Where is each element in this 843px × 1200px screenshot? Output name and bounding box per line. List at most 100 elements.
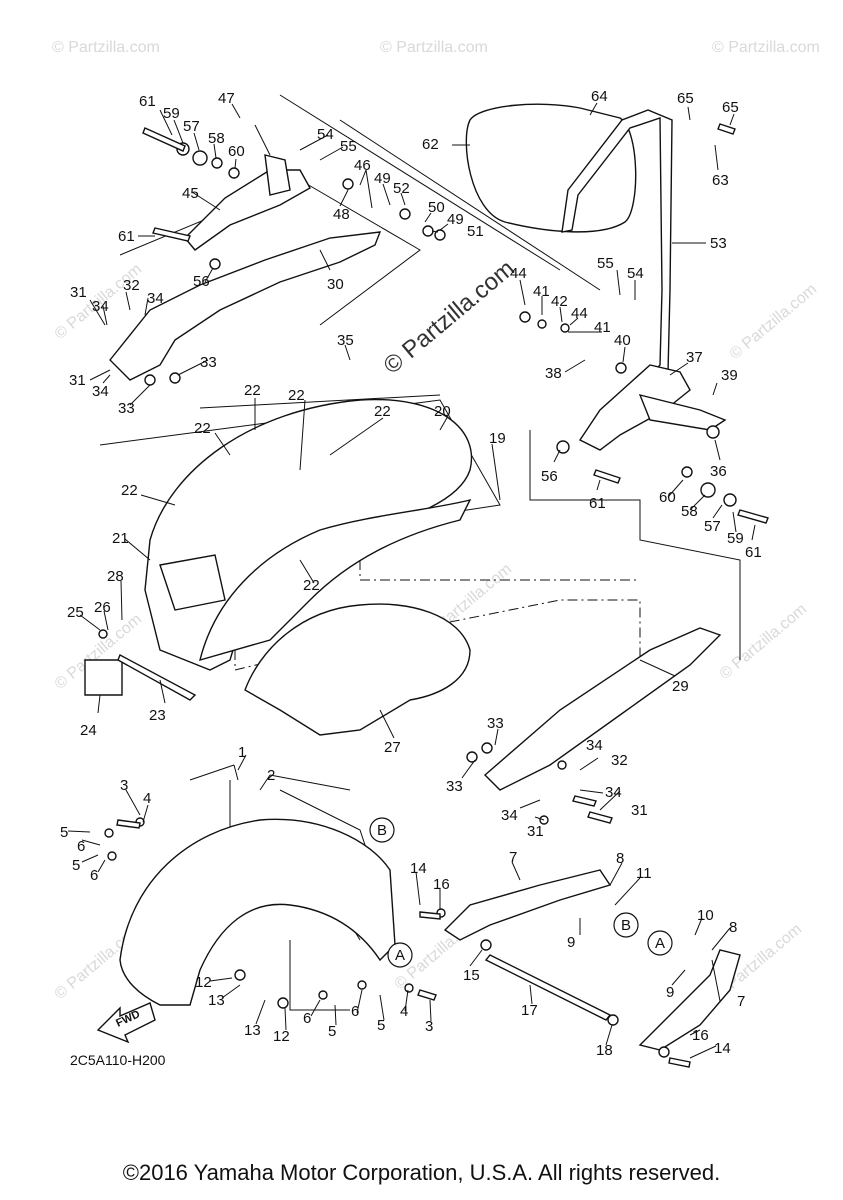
fender-stay-left [443,869,612,941]
callout-60: 60 [659,489,676,506]
callout-14: 14 [410,860,427,877]
ref-a-label: A [655,935,665,952]
callout-11: 11 [636,865,652,882]
callout-49: 49 [447,211,464,228]
callout-22: 22 [194,420,211,437]
callout-33: 33 [487,715,504,732]
callout-63: 63 [712,172,729,189]
callout-20: 20 [434,403,451,420]
callout-12: 12 [273,1028,290,1045]
callout-19: 19 [489,430,506,447]
side-plate-right [483,627,722,791]
callout-1: 1 [238,744,246,761]
fender-liner [244,603,471,736]
callout-9: 9 [666,984,674,1001]
callout-6: 6 [77,838,85,855]
license-plate [84,654,197,701]
callout-56: 56 [193,273,210,290]
callout-7: 7 [737,993,745,1010]
callout-22: 22 [121,482,138,499]
diagram-code: 2C5A110-H200 [70,1052,166,1068]
callout-3: 3 [120,777,128,794]
callout-56: 56 [541,468,558,485]
callout-16: 16 [692,1027,709,1044]
axle-rod [484,954,612,1021]
callout-13: 13 [244,1022,261,1039]
callout-4: 4 [143,790,151,807]
callout-44: 44 [571,305,588,322]
callout-22: 22 [288,387,305,404]
callout-47: 47 [218,90,235,107]
copyright-notice: ©2016 Yamaha Motor Corporation, U.S.A. A… [122,1160,721,1185]
callout-31: 31 [527,823,544,840]
fwd-arrow-icon: FWD [96,1002,156,1044]
callout-5: 5 [60,824,68,841]
callout-33: 33 [446,778,463,795]
callout-5: 5 [72,857,80,874]
watermark: © Partzilla.com [380,39,488,56]
watermark: © Partzilla.com [717,601,811,683]
callout-65: 65 [722,99,739,116]
callout-24: 24 [80,722,97,739]
ref-a-circle [387,942,413,968]
callout-37: 37 [686,349,703,366]
side-plate-left [109,231,382,381]
watermark: © Partzilla.com [712,39,820,56]
callout-9: 9 [567,934,575,951]
callout-61: 61 [118,228,135,245]
callout-54: 54 [317,126,334,143]
callout-34: 34 [605,784,622,801]
callout-34: 34 [92,383,109,400]
callout-15: 15 [463,967,480,984]
callout-52: 52 [393,180,410,197]
callout-57: 57 [704,518,721,535]
callout-41: 41 [594,319,611,336]
callout-27: 27 [384,739,401,756]
ref-a-label: A [395,947,405,964]
callout-29: 29 [672,678,689,695]
reference-markers: B A B A [369,817,673,968]
callout-18: 18 [596,1042,613,1059]
backrest-pad [465,103,637,233]
callout-22: 22 [303,577,320,594]
callout-34: 34 [586,737,603,754]
callout-45: 45 [182,185,199,202]
fasteners [98,123,769,1068]
callout-58: 58 [208,130,225,147]
callout-61: 61 [745,544,762,561]
callout-50: 50 [428,199,445,216]
callout-23: 23 [149,707,166,724]
callout-22: 22 [374,403,391,420]
callout-34: 34 [92,298,109,315]
leader-lines [67,102,756,1059]
callout-42: 42 [551,293,568,310]
callout-31: 31 [69,372,86,389]
callout-25: 25 [67,604,84,621]
callout-17: 17 [521,1002,538,1019]
watermark-center: © Partzilla.com [379,255,520,380]
callout-51: 51 [467,223,484,240]
callout-33: 33 [200,354,217,371]
callout-65: 65 [677,90,694,107]
callout-61: 61 [139,93,156,110]
callout-59: 59 [727,530,744,547]
callout-54: 54 [627,265,644,282]
callout-59: 59 [163,105,180,122]
callout-21: 21 [112,530,129,547]
callout-34: 34 [501,807,518,824]
callout-31: 31 [70,284,87,301]
callout-5: 5 [377,1017,385,1034]
callout-6: 6 [90,867,98,884]
callout-32: 32 [611,752,628,769]
callout-49: 49 [374,170,391,187]
callout-numbers: 61 59 57 58 60 47 54 55 46 49 52 50 49 5… [60,88,762,1059]
callout-55: 55 [340,138,357,155]
watermark: © Partzilla.com [52,39,160,56]
callout-36: 36 [710,463,727,480]
ref-b-label: B [377,822,387,839]
ref-b-circle [369,817,395,843]
callout-48: 48 [333,206,350,223]
callout-31: 31 [631,802,648,819]
ref-a-circle [647,930,673,956]
